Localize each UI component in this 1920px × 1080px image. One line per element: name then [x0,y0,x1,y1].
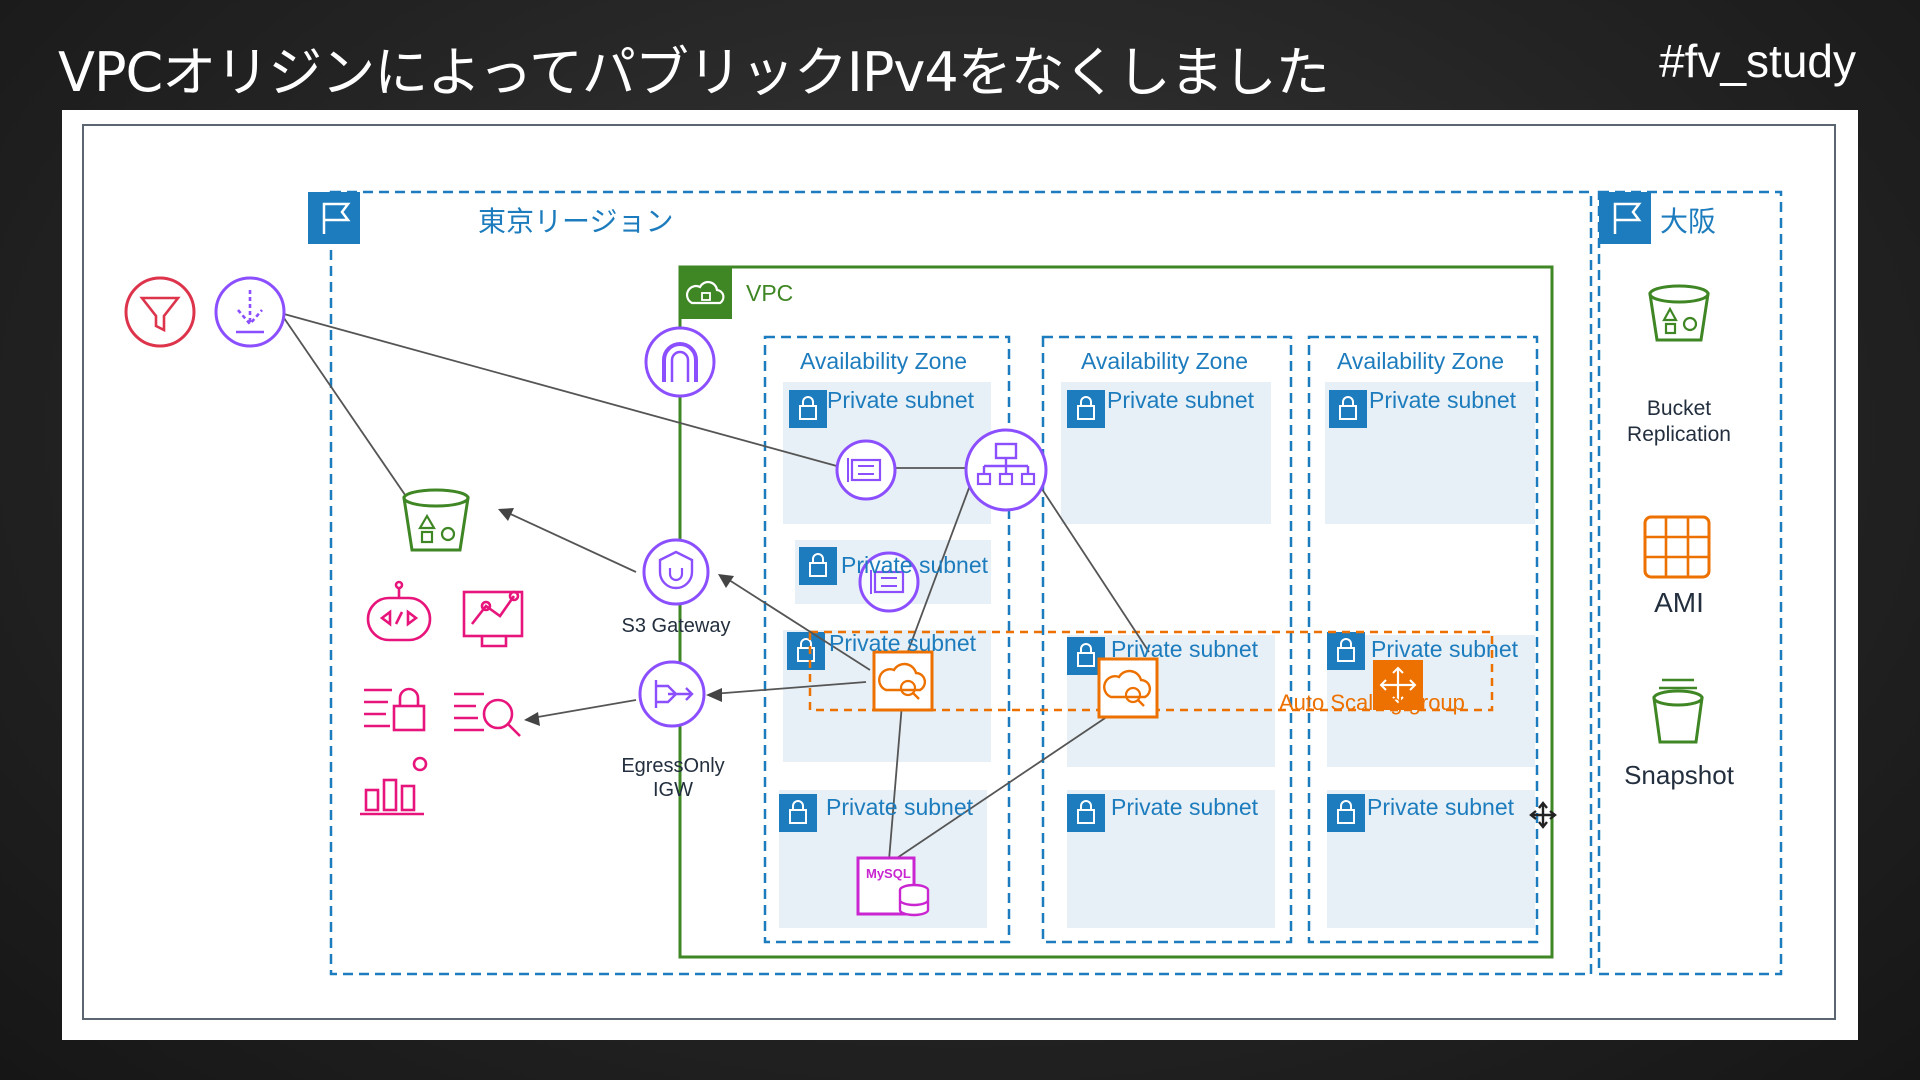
waf-filter-icon [124,276,196,348]
tokyo-region-flag-icon [308,192,360,244]
egress-igw-label: EgressOnly IGW [621,755,725,801]
connection-lines [283,313,1150,861]
vpc-origin-eni-icon-1 [835,439,897,501]
s3-gateway-endpoint-icon [642,538,710,606]
diagram-frame [82,124,1836,1020]
line-ec2-az2-to-mysql [893,703,1127,861]
arrowheads [498,508,734,726]
az-label-2: Availability Zone [1081,348,1249,374]
monitoring-dashboard-icon [462,590,524,648]
vpc-box [678,265,1554,959]
bucket-replication-icon [1648,284,1710,342]
internet-gateway-icon [644,326,716,398]
tokyo-region-box [329,190,1593,976]
line-cloudfront-to-vpc-origin [283,313,845,469]
ami-label: AMI [1654,587,1704,618]
arrowhead-to-egress-igw [706,688,722,702]
analytics-bar-icon [360,756,428,816]
snapshot-icon [1652,678,1704,744]
hashtag: #fv_study [1659,35,1856,87]
snapshot-label: Snapshot [1624,760,1734,790]
subnet-label-az3-row4: Private subnet [1367,794,1515,820]
vpc-origin-eni-icon-2 [858,551,920,613]
line-ec2-to-egress-igw [711,681,867,695]
line-alb-to-ec2-az2 [1035,479,1150,653]
line-alb-to-ec2-az1 [903,479,973,663]
auto-scaling-group-icon [1373,660,1423,710]
architecture-diagram: MySQL [124,190,1783,976]
osaka-region-box [1597,190,1783,976]
s3-bucket-icon [402,488,470,552]
ec2-instance-icon-az2 [1097,657,1159,719]
codeguru-robot-icon [366,580,432,642]
mysql-icon-text: MySQL [866,866,911,881]
secrets-lock-icon [364,687,426,732]
subnet-label-az1-row4: Private subnet [826,794,974,820]
subnet-label-az2-row3: Private subnet [1111,636,1259,662]
arrowhead-to-bucket [498,508,514,521]
az-label-1: Availability Zone [800,348,968,374]
egress-only-igw-icon [638,660,706,728]
load-balancer-icon [964,428,1048,512]
vpc-label: VPC [746,280,794,306]
move-cursor-icon [1529,801,1557,829]
osaka-region-label: 大阪 [1660,205,1717,238]
subnet-label-az2-row4: Private subnet [1111,794,1259,820]
subnet-label-az3-row1: Private subnet [1369,387,1517,413]
line-egress-igw-to-services [531,699,637,719]
line-ec2-to-s3-gateway [725,577,871,671]
diagram-card: MySQL 東京リージョン 大阪 VPC Availability [62,110,1858,1040]
subnet-label-az1-row3: Private subnet [829,630,977,656]
inspector-search-icon [454,692,521,737]
subnet-label-az1-row1: Private subnet [827,387,975,413]
bucket-replication-label: Bucket Replication [1627,397,1731,446]
auto-scaling-group-box [808,630,1494,712]
arrowhead-to-services [524,712,540,726]
line-cloudfront-to-s3 [283,317,415,509]
osaka-region-flag-icon [1599,192,1651,244]
asg-label: Auto Scaling group [1279,690,1465,715]
ami-icon [1643,515,1711,579]
cloudfront-download-icon [214,276,286,348]
subnet-label-az2-row1: Private subnet [1107,387,1255,413]
line-ec2-az1-to-mysql [888,703,903,861]
availability-zone-2 [1041,335,1293,944]
line-s3-gateway-to-bucket [505,511,637,573]
az-label-3: Availability Zone [1337,348,1505,374]
s3-gateway-label: S3 Gateway [621,615,731,637]
subnet-label-az3-row3: Private subnet [1371,636,1519,662]
mysql-database-icon: MySQL [856,856,930,917]
arrowhead-to-s3-gateway [718,574,734,588]
tokyo-region-label: 東京リージョン [478,205,674,238]
slide-title: VPCオリジンによってパブリックIPv4をなくしました [58,41,1330,104]
availability-zone-3 [1307,335,1539,944]
subnet-label-az1-row2: Private subnet [841,552,989,578]
vpc-cloud-icon [680,267,732,319]
availability-zone-1 [763,335,1011,944]
ec2-instance-icon-az1 [872,650,934,712]
subnet-lock-icons [779,390,1367,832]
